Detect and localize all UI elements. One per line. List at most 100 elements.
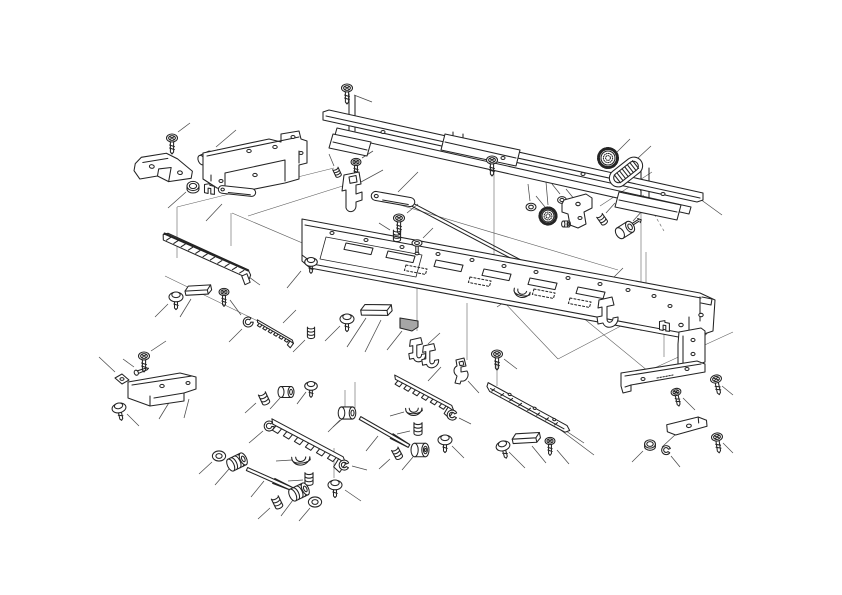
upper-mount-bracket	[202, 130, 308, 194]
leader-line	[428, 333, 440, 344]
leader-line	[123, 359, 134, 367]
leader-line	[251, 481, 264, 497]
leader-line	[617, 139, 630, 152]
coil-spring	[257, 391, 271, 407]
leader-line	[361, 170, 383, 182]
pan-head-screw	[165, 133, 179, 155]
shaded-clip	[399, 317, 419, 332]
leader-line	[184, 399, 189, 418]
leader-line	[379, 223, 390, 230]
coil-spring	[413, 422, 423, 436]
leader-line	[606, 203, 615, 213]
leader-line	[397, 431, 410, 434]
leader-line	[99, 357, 115, 372]
knurled-gear	[538, 206, 558, 226]
leader-line	[230, 300, 241, 315]
flanged-bolt	[304, 381, 318, 398]
leader-line	[504, 359, 517, 369]
leader-line	[428, 367, 441, 381]
guide-comb-small	[252, 319, 298, 349]
leader-line	[329, 154, 334, 166]
leader-line	[452, 446, 464, 458]
leader-line	[390, 412, 404, 416]
coil-spring	[391, 446, 404, 461]
leader-line	[283, 310, 296, 323]
coil-spring	[596, 212, 609, 227]
flanged-bolt	[110, 401, 129, 423]
leader-line	[245, 403, 256, 413]
leader-line	[722, 386, 733, 395]
leader-line	[215, 469, 229, 485]
pan-head-screw	[340, 83, 354, 105]
leader-line	[270, 398, 280, 409]
flanged-bolt	[304, 257, 318, 274]
leader-line	[325, 326, 340, 341]
leader-line	[180, 299, 191, 317]
leader-line	[229, 329, 242, 342]
leader-line	[379, 459, 390, 469]
leader-line	[178, 123, 190, 132]
lower-right-bracket	[620, 360, 706, 394]
scraper-blade	[155, 230, 258, 288]
guide-comb	[263, 418, 353, 474]
washer	[525, 202, 537, 212]
e-ring	[659, 443, 673, 457]
rivet-pin	[133, 365, 150, 377]
leader-line	[328, 420, 340, 432]
leader-line	[249, 431, 263, 443]
coil-spring	[270, 495, 284, 511]
roller-washer	[307, 496, 323, 508]
pinch-roller	[410, 442, 430, 458]
angle-plate	[665, 415, 709, 437]
leader-line	[683, 398, 695, 410]
feed-roller	[277, 385, 295, 399]
cap-nut	[186, 180, 200, 194]
clamp-bracket	[341, 171, 363, 213]
flanged-bolt	[327, 479, 343, 499]
leader-line	[206, 204, 222, 221]
feed-roller	[337, 406, 357, 420]
leader-line	[347, 318, 366, 347]
leader-line	[281, 500, 293, 516]
leader-line	[700, 199, 722, 215]
spacer-block	[183, 281, 213, 300]
pan-head-screw	[392, 213, 406, 235]
drive-gear	[597, 147, 619, 169]
roller-washer	[211, 450, 227, 462]
flanged-bolt	[494, 438, 514, 461]
coil-spring	[306, 326, 316, 339]
leader-line	[509, 452, 525, 468]
leader-line	[528, 184, 530, 201]
leader-line	[387, 331, 402, 350]
clutch-roller	[612, 214, 646, 241]
claw-bracket	[453, 357, 469, 385]
flanged-bolt	[168, 291, 184, 311]
pan-head-screw	[710, 431, 726, 455]
square-washer	[114, 373, 130, 385]
leader-line	[199, 462, 212, 474]
pan-head-screw	[669, 386, 685, 408]
leader-line	[613, 268, 623, 278]
guide-line	[503, 301, 558, 359]
leader-line	[423, 228, 433, 238]
guide-line	[600, 172, 652, 206]
leader-line	[151, 341, 166, 351]
roller-shaft	[359, 417, 410, 448]
leader-line	[671, 456, 680, 467]
spacer-block	[510, 428, 542, 448]
leader-line	[293, 340, 305, 352]
leader-line	[159, 401, 170, 419]
saddle-clamp	[405, 405, 424, 418]
leader-line	[366, 436, 378, 451]
idler-roller	[561, 220, 571, 228]
leader-line	[662, 434, 676, 447]
flanged-bolt	[437, 434, 453, 454]
leader-line	[354, 95, 372, 102]
leader-line	[557, 450, 569, 464]
pan-head-screw	[218, 287, 230, 307]
actuator-arm	[370, 190, 416, 208]
cap-nut	[644, 439, 656, 451]
leader-line	[297, 392, 306, 404]
